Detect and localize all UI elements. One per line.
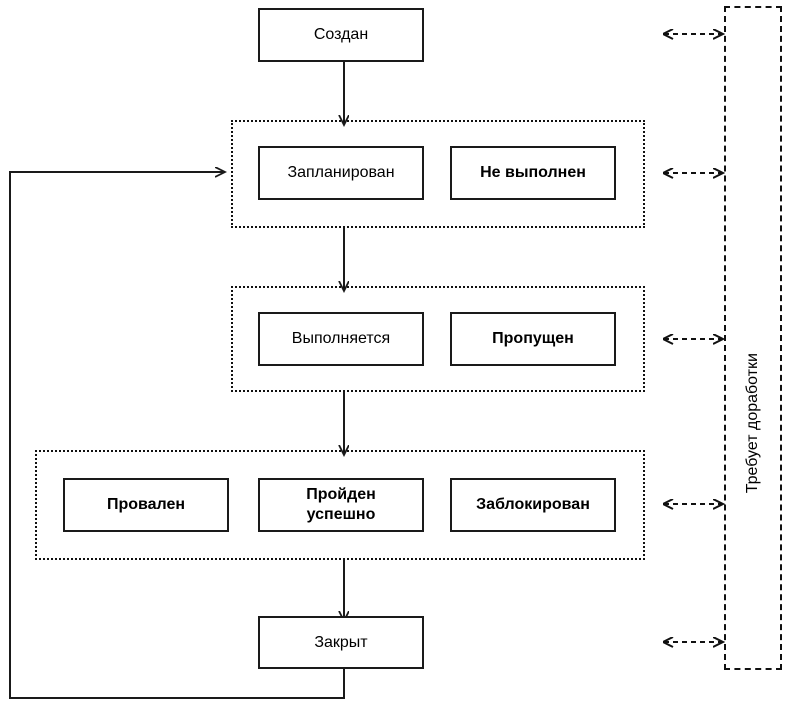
- node-failed-label: Провален: [106, 496, 186, 513]
- node-planned-label: Запланирован: [287, 164, 395, 181]
- stage-group-results: [35, 450, 645, 560]
- node-passed-label-line1: Пройден: [306, 486, 376, 503]
- node-skipped[interactable]: Пропущен: [450, 312, 616, 366]
- node-passed-label: Пройден успешно: [306, 485, 376, 525]
- node-failed[interactable]: Провален: [63, 478, 229, 532]
- node-created[interactable]: Создан: [258, 8, 424, 62]
- node-in-progress[interactable]: Выполняется: [258, 312, 424, 366]
- node-created-label: Создан: [313, 26, 369, 43]
- node-blocked-label: Заблокирован: [476, 496, 590, 513]
- node-in-progress-label: Выполняется: [291, 330, 391, 347]
- stage-group-in-progress: [231, 286, 645, 392]
- node-not-executed-label: Не выполнен: [480, 164, 586, 181]
- node-closed[interactable]: Закрыт: [258, 616, 424, 669]
- node-not-executed[interactable]: Не выполнен: [450, 146, 616, 200]
- node-closed-label: Закрыт: [314, 633, 368, 651]
- node-skipped-label: Пропущен: [492, 330, 574, 347]
- stage-group-planned: [231, 120, 645, 228]
- rework-panel: [724, 6, 782, 670]
- node-blocked[interactable]: Заблокирован: [450, 478, 616, 532]
- node-planned[interactable]: Запланирован: [258, 146, 424, 200]
- node-passed[interactable]: Пройден успешно: [258, 478, 424, 532]
- node-passed-label-line2: успешно: [306, 506, 376, 523]
